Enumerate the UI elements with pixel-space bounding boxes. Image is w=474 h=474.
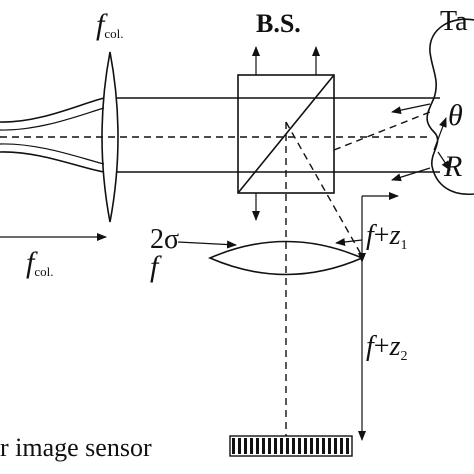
label-f-col-bottom: fcol. (26, 246, 53, 279)
collimating-lens (101, 51, 119, 223)
sensor-pixel-stripe (328, 438, 331, 454)
sensor-pixel-stripe (304, 438, 307, 454)
sensor-pixel-stripe (316, 438, 319, 454)
sensor-pixel-stripe (334, 438, 337, 454)
sensor-pixel-stripe (322, 438, 325, 454)
sensor-pixel-stripe (244, 438, 247, 454)
reflected-ray-diag-1 (285, 121, 363, 257)
beam-upper-inner (0, 107, 105, 131)
beam-upper-edge (0, 97, 105, 123)
sensor-pixel-stripe (262, 438, 265, 454)
label-two-sigma: 2σ (150, 224, 179, 255)
sensor-pixel-stripe (274, 438, 277, 454)
label-target: Ta (440, 6, 468, 37)
sensor-pixel-stripe (286, 438, 289, 454)
sensor-pixel-stripe (256, 438, 259, 454)
label-image-sensor: r image sensor (0, 433, 152, 462)
return-arrow-bottom (391, 167, 431, 182)
sensor-pixel-stripe (232, 438, 235, 454)
sensor-frame (229, 435, 353, 457)
reflected-ray-diag-2 (333, 111, 431, 151)
sensor-pixel-stripe (280, 438, 283, 454)
sensor-pixel-stripe (310, 438, 313, 454)
sensor-pixel-stripe (298, 438, 301, 454)
sensor-pixel-stripe (268, 438, 271, 454)
sensor-pixel-stripe (238, 438, 241, 454)
beam-splitter-cube (237, 74, 335, 194)
theta-arc-line (433, 117, 447, 151)
sensor-pixel-stripe (346, 438, 349, 454)
sensor-pixel-stripe (340, 438, 343, 454)
sensor-pixel-stripe (292, 438, 295, 454)
target-object (426, 18, 474, 195)
label-f-plus-z2: f+z2 (366, 331, 407, 364)
beam-lower-edge (0, 151, 105, 173)
label-theta: θ (448, 99, 463, 132)
beam-lower-inner (0, 143, 105, 165)
image-sensor (229, 435, 353, 457)
label-r: R (443, 150, 462, 183)
return-arrow-top (391, 103, 431, 115)
label-beam-splitter: B.S. (256, 9, 301, 38)
r-line (437, 151, 451, 171)
lens-aperture-arrow (177, 240, 237, 249)
lens-z1-arrow (335, 237, 363, 246)
label-f-col-top: fcol. (96, 8, 123, 41)
label-f-plus-z1: f+z1 (366, 220, 407, 253)
sensor-pixel-stripe (250, 438, 253, 454)
